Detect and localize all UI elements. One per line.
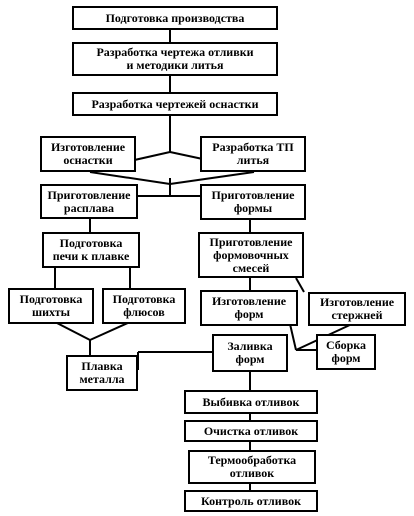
- step-label: Плавка металла: [79, 359, 125, 386]
- step-metal-melting: Плавка металла: [66, 355, 138, 391]
- step-label: Контроль отливок: [200, 493, 302, 508]
- step-label: Изготовление стержней: [319, 295, 395, 322]
- step-tooling-making: Изготовление оснастки: [40, 136, 136, 172]
- step-charge-prep: Подготовка шихты: [8, 288, 94, 324]
- step-label: Очистка отливок: [203, 423, 299, 438]
- step-label: Приготовление формы: [211, 188, 295, 215]
- step-label: Разработка ТП литья: [212, 140, 294, 167]
- connector-charge-to-junction: [54, 321, 91, 341]
- step-casting-drawing: Разработка чертежа отливки и методики ли…: [72, 42, 278, 76]
- step-label: Подготовка печи к плавке: [52, 236, 130, 263]
- step-mold-making: Изготовление форм: [200, 290, 298, 326]
- connector-mold-making-to-pour-a: [289, 323, 297, 351]
- step-label: Изготовление оснастки: [50, 140, 126, 167]
- step-cleaning: Очистка отливок: [184, 420, 318, 442]
- connector-mix-to-core: [295, 277, 305, 293]
- step-label: Изготовление форм: [211, 294, 287, 321]
- connector-tp-down: [169, 171, 255, 185]
- step-knockout: Выбивка отливок: [184, 390, 318, 414]
- step-label: Выбивка отливок: [202, 394, 300, 409]
- connector-tooling-making-down: [89, 171, 171, 185]
- step-core-making: Изготовление стержней: [308, 292, 406, 326]
- connector-flux-to-junction: [89, 321, 131, 341]
- step-label: Заливка форм: [227, 339, 273, 366]
- step-label: Разработка чертежей оснастки: [91, 96, 259, 111]
- step-mold-pouring: Заливка форм: [212, 334, 288, 372]
- step-tooling-drawings: Разработка чертежей оснастки: [72, 92, 278, 116]
- step-furnace-prep: Подготовка печи к плавке: [42, 232, 140, 268]
- step-tp-casting: Разработка ТП литья: [200, 136, 306, 172]
- step-label: Подготовка производства: [105, 10, 245, 25]
- step-mix-prep: Приготовление формовочных смесей: [198, 232, 304, 278]
- step-label: Разработка чертежа отливки и методики ли…: [96, 45, 254, 72]
- step-mold-prep: Приготовление формы: [200, 184, 306, 220]
- step-mold-assembly: Сборка форм: [316, 334, 376, 370]
- step-inspection: Контроль отливок: [184, 490, 318, 512]
- step-flux-prep: Подготовка флюсов: [102, 288, 186, 324]
- step-heat-treatment: Термообработка отливок: [188, 450, 316, 484]
- step-label: Сборка форм: [325, 338, 367, 365]
- step-label: Подготовка флюсов: [112, 292, 176, 319]
- step-label: Приготовление расплава: [47, 187, 131, 215]
- step-label: Подготовка шихты: [19, 292, 83, 319]
- step-prep-production: Подготовка производства: [72, 6, 278, 30]
- step-label: Термообработка отливок: [207, 453, 297, 480]
- step-label: Приготовление формовочных смесей: [209, 234, 293, 275]
- step-melt-prep: Приготовление расплава: [40, 184, 138, 219]
